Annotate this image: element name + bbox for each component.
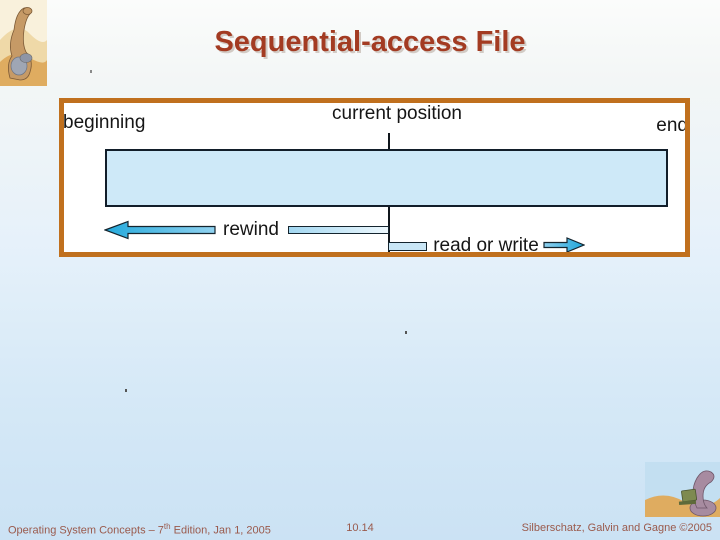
dinosaur-reading-icon — [0, 0, 47, 86]
stray-dot — [125, 389, 127, 392]
footer-book-edition: Operating System Concepts – 7th Edition,… — [8, 522, 271, 537]
slide-page-number: 10.14 — [346, 522, 374, 534]
page-title: Sequential-access File — [214, 26, 526, 58]
beginning-label: beginning — [63, 112, 146, 133]
stray-dot — [405, 331, 407, 334]
current-position-label: current position — [332, 103, 462, 124]
dinosaur-laptop-icon — [645, 462, 720, 517]
sequential-access-diagram: current position beginning end rewind — [59, 98, 690, 257]
rewind-label: rewind — [223, 219, 279, 240]
read-write-shaft-icon — [388, 242, 427, 251]
rewind-shaft-icon — [288, 226, 389, 234]
read-write-arrow-icon — [543, 237, 585, 252]
footer-edition-suffix: Edition, Jan 1, 2005 — [170, 524, 271, 537]
stray-dot — [90, 70, 92, 73]
end-label: end — [656, 115, 688, 136]
read-or-write-label: read or write — [433, 235, 539, 256]
rewind-arrow-icon — [104, 220, 216, 240]
footer-edition-prefix: Operating System Concepts – 7 — [8, 524, 164, 537]
footer-edition-superscript: th — [163, 522, 171, 531]
footer-credits: Silberschatz, Galvin and Gagne ©2005 — [521, 522, 712, 534]
file-band — [105, 149, 668, 207]
